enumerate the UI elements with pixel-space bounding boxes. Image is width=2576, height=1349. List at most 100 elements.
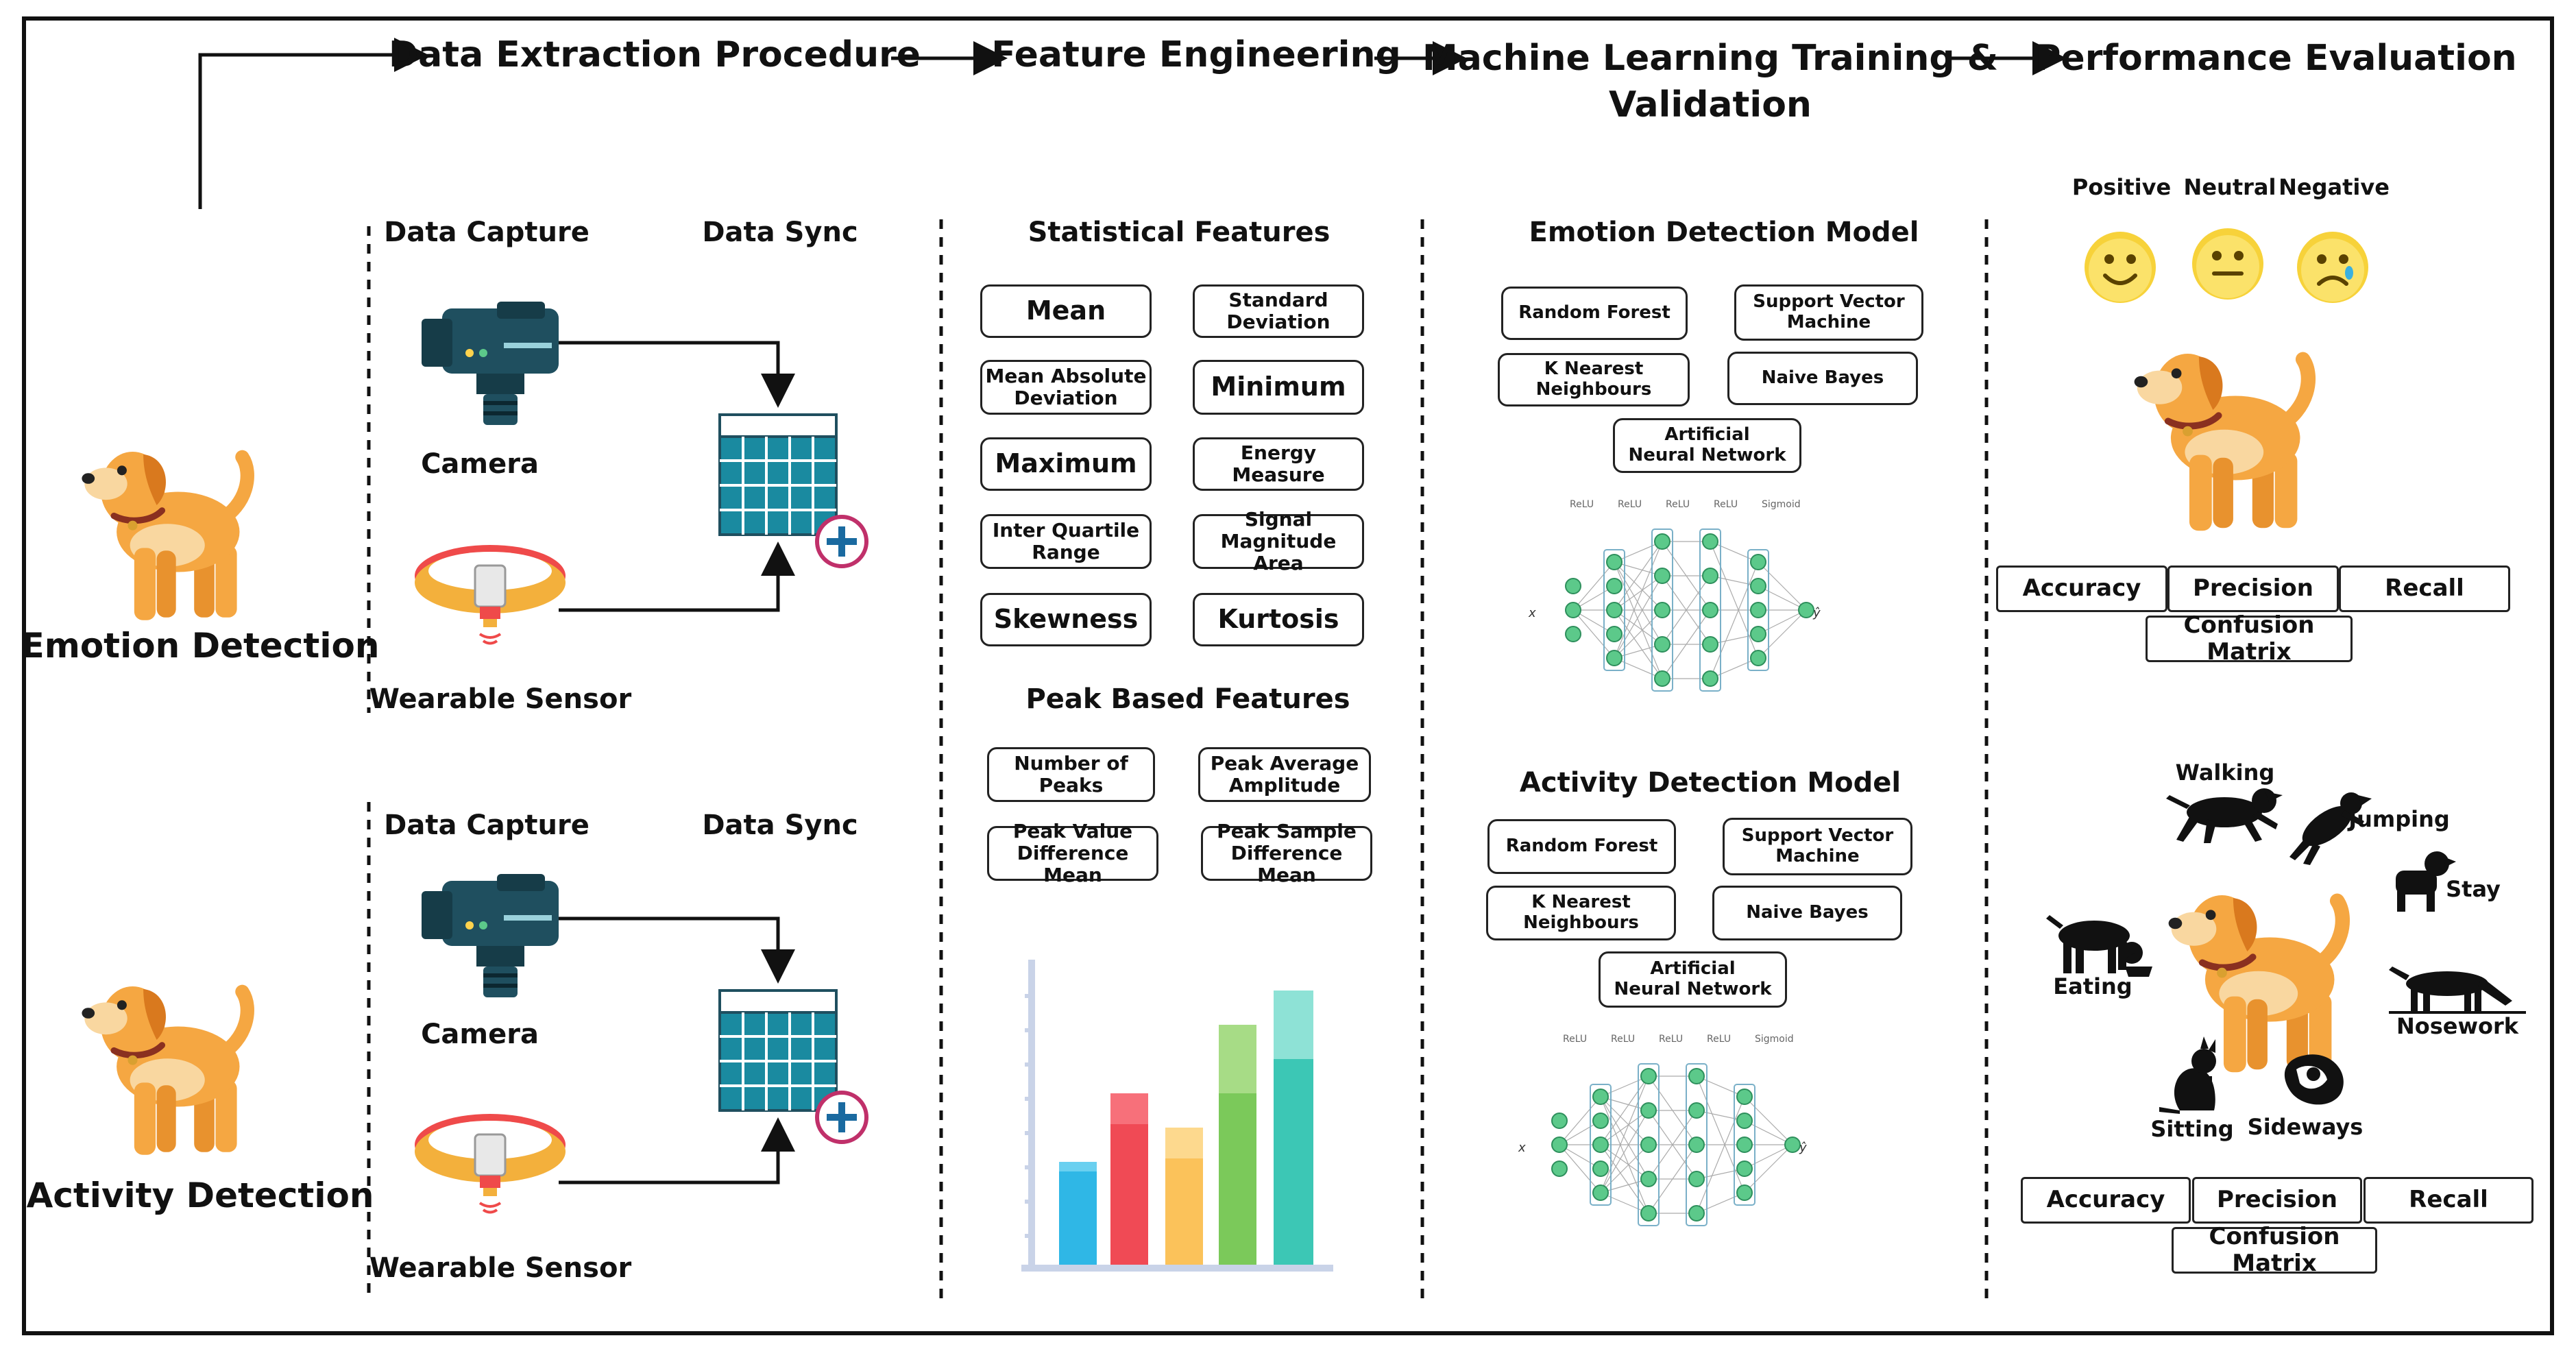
svg-text:ReLU: ReLU: [1563, 1034, 1587, 1045]
label-positive: Positive: [2071, 174, 2172, 200]
label-stay: Stay: [2446, 876, 2501, 902]
activity-wearable-sensor-icon: [413, 1113, 567, 1214]
svg-text:ŷ: ŷ: [1812, 606, 1821, 620]
activity-metric-recall: Recall: [2364, 1177, 2534, 1224]
feature-maximum: Maximum: [980, 437, 1152, 491]
jumping-silhouette-icon: [2289, 792, 2372, 865]
emotion-metric-precision: Precision: [2167, 566, 2339, 612]
emotion-model-naive-bayes: Naive Bayes: [1727, 352, 1918, 405]
neutral-smiley-icon: [2192, 228, 2263, 300]
emotion-data-sync-grid-icon: [720, 415, 866, 566]
activity-camera-icon: [422, 874, 559, 997]
step-ml-validation: Validation: [1609, 84, 1812, 125]
emotion-metric-recall: Recall: [2339, 566, 2510, 612]
svg-text:x: x: [1518, 1141, 1526, 1155]
feature-mean: Mean: [980, 284, 1152, 338]
activity-camera-label: Camera: [421, 1019, 539, 1050]
label-eating: Eating: [2053, 973, 2133, 999]
feature-number-of-peaks: Number of Peaks: [987, 747, 1155, 802]
sitting-silhouette-icon: [2159, 1036, 2216, 1114]
emotion-dog-icon: [82, 452, 247, 620]
nosework-silhouette-icon: [2389, 967, 2526, 1014]
emotion-model-title: Emotion Detection Model: [1529, 217, 1919, 248]
label-jumping: Jumping: [2348, 806, 2450, 832]
svg-text:x: x: [1528, 606, 1536, 620]
activity-neural-network-icon: [1551, 1063, 1801, 1226]
feature-kurtosis: Kurtosis: [1193, 593, 1364, 646]
feature-std: Standard Deviation: [1193, 284, 1364, 338]
activity-model-title: Activity Detection Model: [1519, 767, 1901, 799]
label-walking: Walking: [2175, 759, 2275, 786]
step-feature-engineering: Feature Engineering: [991, 34, 1401, 75]
emotion-model-random-forest: Random Forest: [1501, 287, 1688, 340]
negative-smiley-icon: [2297, 232, 2368, 303]
activity-data-sync-grid-icon: [720, 991, 866, 1142]
sideways-silhouette-icon: [2284, 1054, 2344, 1105]
activity-metric-accuracy: Accuracy: [2021, 1177, 2191, 1224]
label-sideways: Sideways: [2247, 1114, 2364, 1140]
svg-text:ReLU: ReLU: [1611, 1034, 1635, 1045]
bar-chart-icon: [1021, 960, 1333, 1272]
svg-text:Sigmoid: Sigmoid: [1762, 499, 1801, 510]
task-emotion-detection: Emotion Detection: [21, 626, 380, 666]
label-negative: Negative: [2279, 174, 2390, 200]
svg-text:ReLU: ReLU: [1659, 1034, 1683, 1045]
activity-model-naive-bayes: Naive Bayes: [1712, 886, 1902, 940]
emotion-camera-icon: [422, 302, 559, 425]
feature-energy: Energy Measure: [1193, 437, 1364, 491]
evaluation-activity-dog-icon: [2169, 895, 2343, 1072]
task-activity-detection: Activity Detection: [26, 1176, 374, 1215]
activity-dog-icon: [82, 986, 247, 1155]
emotion-wearable-sensor-icon: [413, 544, 567, 645]
svg-text:Sigmoid: Sigmoid: [1755, 1034, 1794, 1045]
statistical-features-title: Statistical Features: [1028, 217, 1330, 248]
emotion-data-capture-label: Data Capture: [384, 217, 590, 248]
emotion-data-sync-label: Data Sync: [702, 217, 858, 248]
label-nosework: Nosework: [2396, 1013, 2519, 1039]
activity-data-capture-label: Data Capture: [384, 810, 590, 841]
svg-text:ReLU: ReLU: [1707, 1034, 1731, 1045]
emotion-metric-confusion-matrix: Confusion Matrix: [2146, 611, 2353, 666]
svg-text:ReLU: ReLU: [1666, 499, 1690, 510]
section-separators: [367, 219, 1989, 1302]
activity-model-random-forest: Random Forest: [1487, 819, 1676, 874]
svg-text:ReLU: ReLU: [1570, 499, 1594, 510]
peak-features-title: Peak Based Features: [1025, 683, 1350, 715]
activity-metric-precision: Precision: [2192, 1177, 2362, 1224]
activity-wearable-label: Wearable Sensor: [369, 1252, 632, 1284]
positive-smiley-icon: [2085, 232, 2156, 303]
svg-text:ReLU: ReLU: [1618, 499, 1642, 510]
pipeline-arrows: [198, 38, 2067, 209]
emotion-camera-label: Camera: [421, 448, 539, 480]
label-neutral: Neutral: [2183, 174, 2276, 200]
stay-silhouette-icon: [2396, 851, 2456, 912]
label-sitting: Sitting: [2150, 1116, 2234, 1142]
emotion-wearable-label: Wearable Sensor: [369, 683, 632, 715]
step-data-extraction: Data Extraction Procedure: [388, 34, 921, 75]
feature-minimum: Minimum: [1193, 360, 1364, 415]
svg-text:ŷ: ŷ: [1799, 1141, 1807, 1155]
step-ml-training: Machine Learning Training &: [1422, 38, 1999, 79]
emotion-neural-network-icon: [1565, 528, 1814, 692]
emotion-metric-accuracy: Accuracy: [1996, 566, 2167, 612]
feature-skewness: Skewness: [980, 593, 1152, 646]
walking-silhouette-icon: [2166, 788, 2283, 843]
activity-metric-confusion-matrix: Confusion Matrix: [2172, 1223, 2377, 1277]
evaluation-emotion-dog-icon: [2135, 354, 2309, 531]
eating-silhouette-icon: [2046, 915, 2152, 977]
activity-data-sync-label: Data Sync: [702, 810, 858, 841]
